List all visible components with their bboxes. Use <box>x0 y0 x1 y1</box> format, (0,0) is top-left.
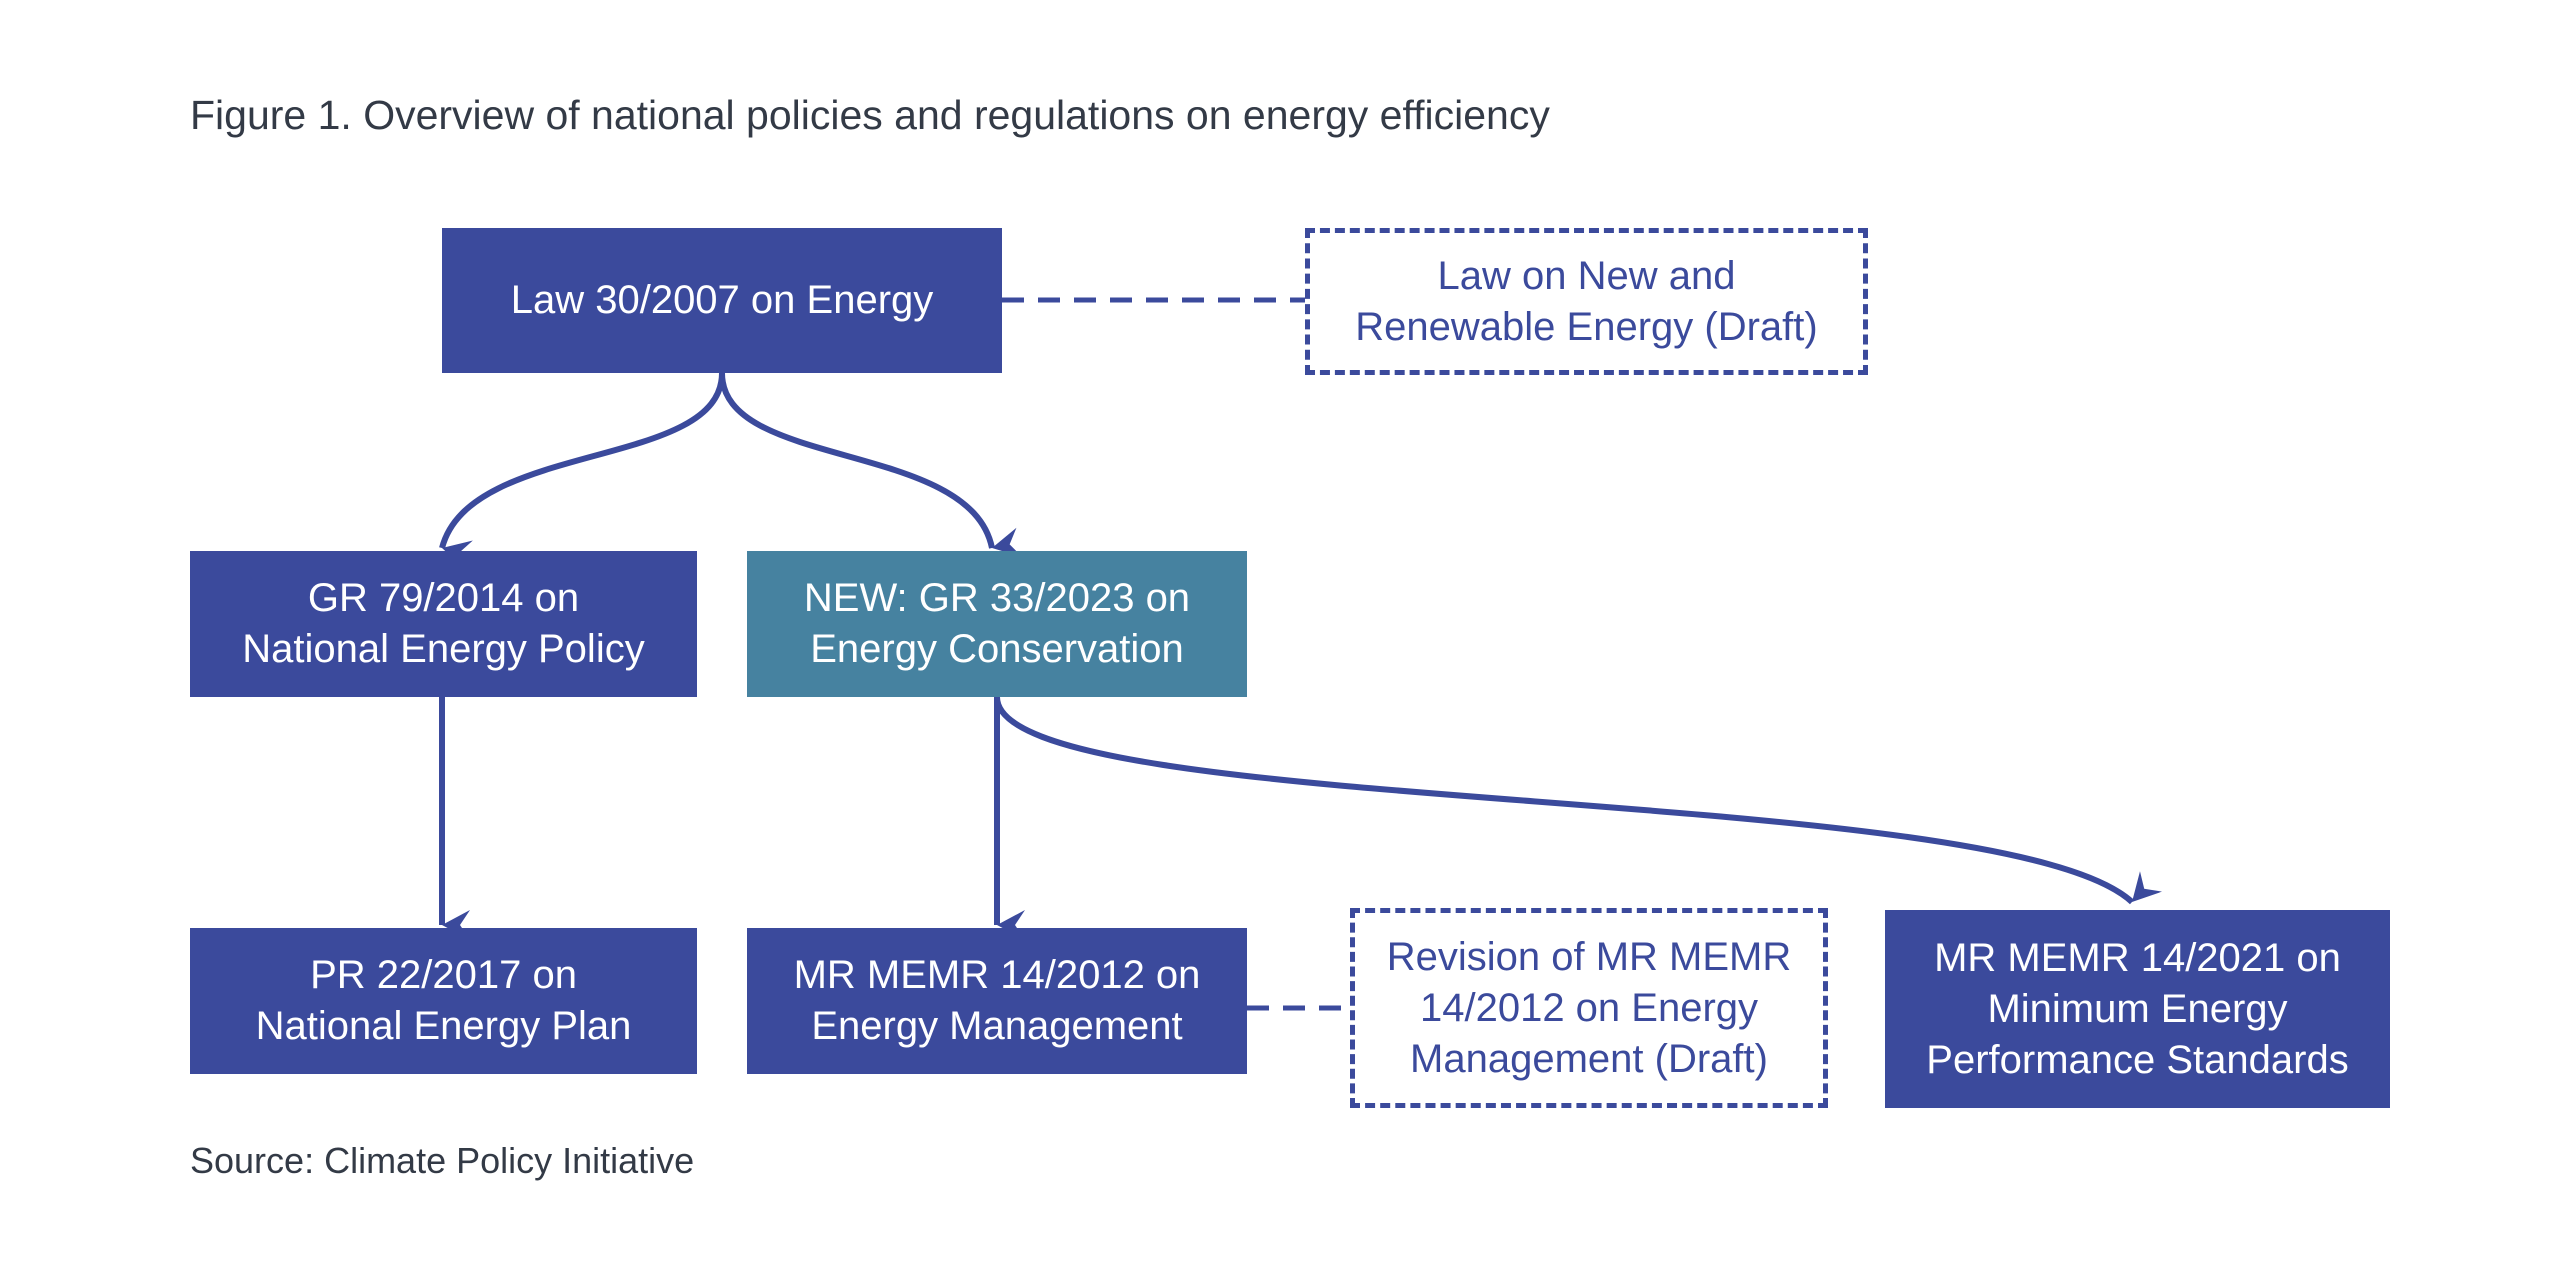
node-mr-memr-revision-draft: Revision of MR MEMR 14/2012 on Energy Ma… <box>1350 908 1828 1108</box>
figure-title: Figure 1. Overview of national policies … <box>190 92 1550 138</box>
node-law-renewable-line-1: Law on New and <box>1437 253 1736 298</box>
node-mr-memr-14-2012: MR MEMR 14/2012 on Energy Management <box>747 928 1247 1074</box>
node-mr-14-2021-line-3: Performance Standards <box>1926 1037 2349 1082</box>
node-mr-revision-line-3: Management (Draft) <box>1410 1036 1768 1081</box>
figure-source: Source: Climate Policy Initiative <box>190 1140 695 1181</box>
node-mr-revision-line-2: 14/2012 on Energy <box>1419 985 1759 1030</box>
node-gr-33-line-1: NEW: GR 33/2023 on <box>803 576 1191 620</box>
node-pr-22-2017: PR 22/2017 on National Energy Plan <box>190 928 697 1074</box>
node-gr-79-line-1: GR 79/2014 on <box>307 576 580 620</box>
node-pr-22-line-2: National Energy Plan <box>255 1004 632 1048</box>
node-mr-14-2012-line-2: Energy Management <box>811 1004 1183 1048</box>
node-mr-revision-line-1: Revision of MR MEMR <box>1386 934 1792 979</box>
node-law-30-2007: Law 30/2007 on Energy <box>442 228 1002 373</box>
node-mr-14-2021-line-1: MR MEMR 14/2021 on <box>1934 935 2341 980</box>
node-gr-79-2014: GR 79/2014 on National Energy Policy <box>190 551 697 697</box>
node-gr-33-2023: NEW: GR 33/2023 on Energy Conservation <box>747 551 1247 697</box>
node-law-new-renewable-draft: Law on New and Renewable Energy (Draft) <box>1305 228 1868 375</box>
edge-gr-33-to-mr-14-2021 <box>994 696 2162 905</box>
edge-law-energy-to-gr-79 <box>439 372 725 570</box>
edge-law-energy-to-gr-33 <box>719 372 1023 558</box>
node-mr-14-2012-line-1: MR MEMR 14/2012 on <box>793 953 1201 997</box>
node-gr-79-line-2: National Energy Policy <box>242 627 645 671</box>
node-law-renewable-line-2: Renewable Energy (Draft) <box>1355 304 1818 349</box>
node-mr-14-2021-line-2: Minimum Energy <box>1987 986 2288 1031</box>
node-mr-memr-14-2021: MR MEMR 14/2021 on Minimum Energy Perfor… <box>1885 910 2390 1108</box>
node-pr-22-line-1: PR 22/2017 on <box>310 953 577 997</box>
node-gr-33-line-2: Energy Conservation <box>810 627 1184 671</box>
node-law-30-2007-line-1: Law 30/2007 on Energy <box>510 278 934 322</box>
